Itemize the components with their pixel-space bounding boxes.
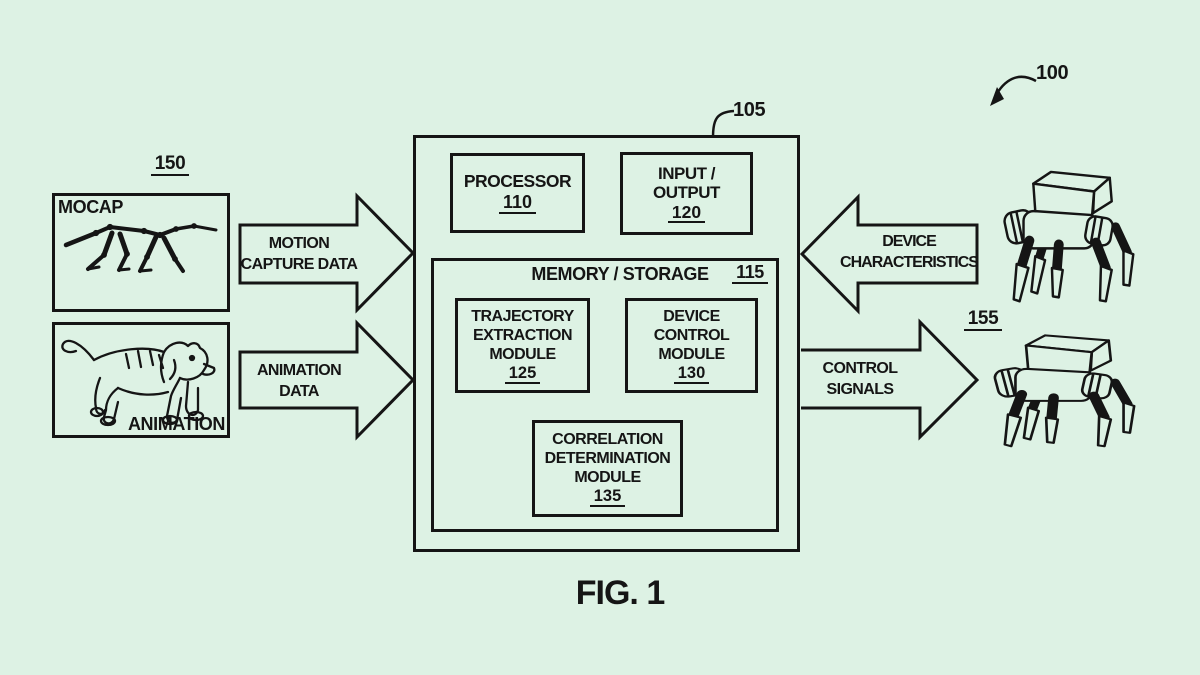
animation-data-line2: DATA [279,383,319,400]
motion-capture-data-label: MOTION CAPTURE DATA [238,233,360,275]
device-characteristics-label: DEVICE CHARACTERISTICS [838,231,980,273]
memory-storage-box [431,258,779,532]
correlation-line3: MODULE [574,468,641,486]
device-control-line1: DEVICE [663,307,720,325]
correlation-ref: 135 [589,487,626,508]
figure-caption: FIG. 1 [575,574,665,612]
device-control-line3: MODULE [658,345,725,363]
processor-label: PROCESSOR [463,171,572,192]
mocap-label: MOCAP [58,197,123,217]
memory-storage-label: MEMORY / STORAGE [531,264,709,284]
processor-ref: 110 [498,193,537,214]
robot-dog-drawing-bottom [993,335,1134,446]
sources-ref-value: 150 [150,154,190,176]
ref-100-arrow [990,75,1037,106]
robots-ref-wrap: 155 [953,308,1013,331]
computing-device-ref: 105 [733,99,766,121]
motion-capture-line1: MOTION [268,235,330,252]
control-signals-line2: SIGNALS [826,381,895,398]
device-control-line2: CONTROL [653,326,730,344]
device-characteristics-line2: CHARACTERISTICS [840,254,979,271]
motion-capture-line2: CAPTURE DATA [240,256,358,273]
mocap-box [52,193,230,312]
memory-storage-ref: 115 [732,263,768,284]
computing-device-box [413,135,800,552]
trajectory-extraction-module-box: TRAJECTORY EXTRACTION MODULE 125 [455,298,590,393]
control-signals-line1: CONTROL [822,360,899,377]
memory-storage-ref-wrap: 115 [722,262,778,284]
device-characteristics-line1: DEVICE [882,233,937,250]
animation-box [52,322,230,438]
trajectory-line3: MODULE [489,345,556,363]
correlation-line2: DETERMINATION [544,449,671,467]
trajectory-ref: 125 [504,364,541,385]
io-label-line1: INPUT / [658,163,715,183]
robots-ref: 155 [963,309,1003,331]
device-control-ref: 130 [673,364,710,385]
input-output-box: INPUT / OUTPUT 120 [620,152,753,235]
trajectory-line2: EXTRACTION [473,326,573,344]
animation-data-label: ANIMATION DATA [238,360,360,402]
ref-105-leader-line [711,109,735,138]
trajectory-line1: TRAJECTORY [471,307,574,325]
correlation-line1: CORRELATION [552,430,663,448]
processor-box: PROCESSOR 110 [450,153,585,233]
animation-label: ANIMATION [127,414,225,434]
control-signals-label: CONTROL SIGNALS [810,358,910,400]
io-ref: 120 [667,202,706,224]
sources-ref-label: 150 [140,153,200,176]
correlation-determination-module-box: CORRELATION DETERMINATION MODULE 135 [532,420,683,517]
io-label-line2: OUTPUT [653,182,720,202]
animation-data-line1: ANIMATION [256,362,342,379]
system-ref-label: 100 [1036,62,1069,84]
device-control-module-box: DEVICE CONTROL MODULE 130 [625,298,758,393]
robot-dog-drawing-top [1003,172,1133,301]
